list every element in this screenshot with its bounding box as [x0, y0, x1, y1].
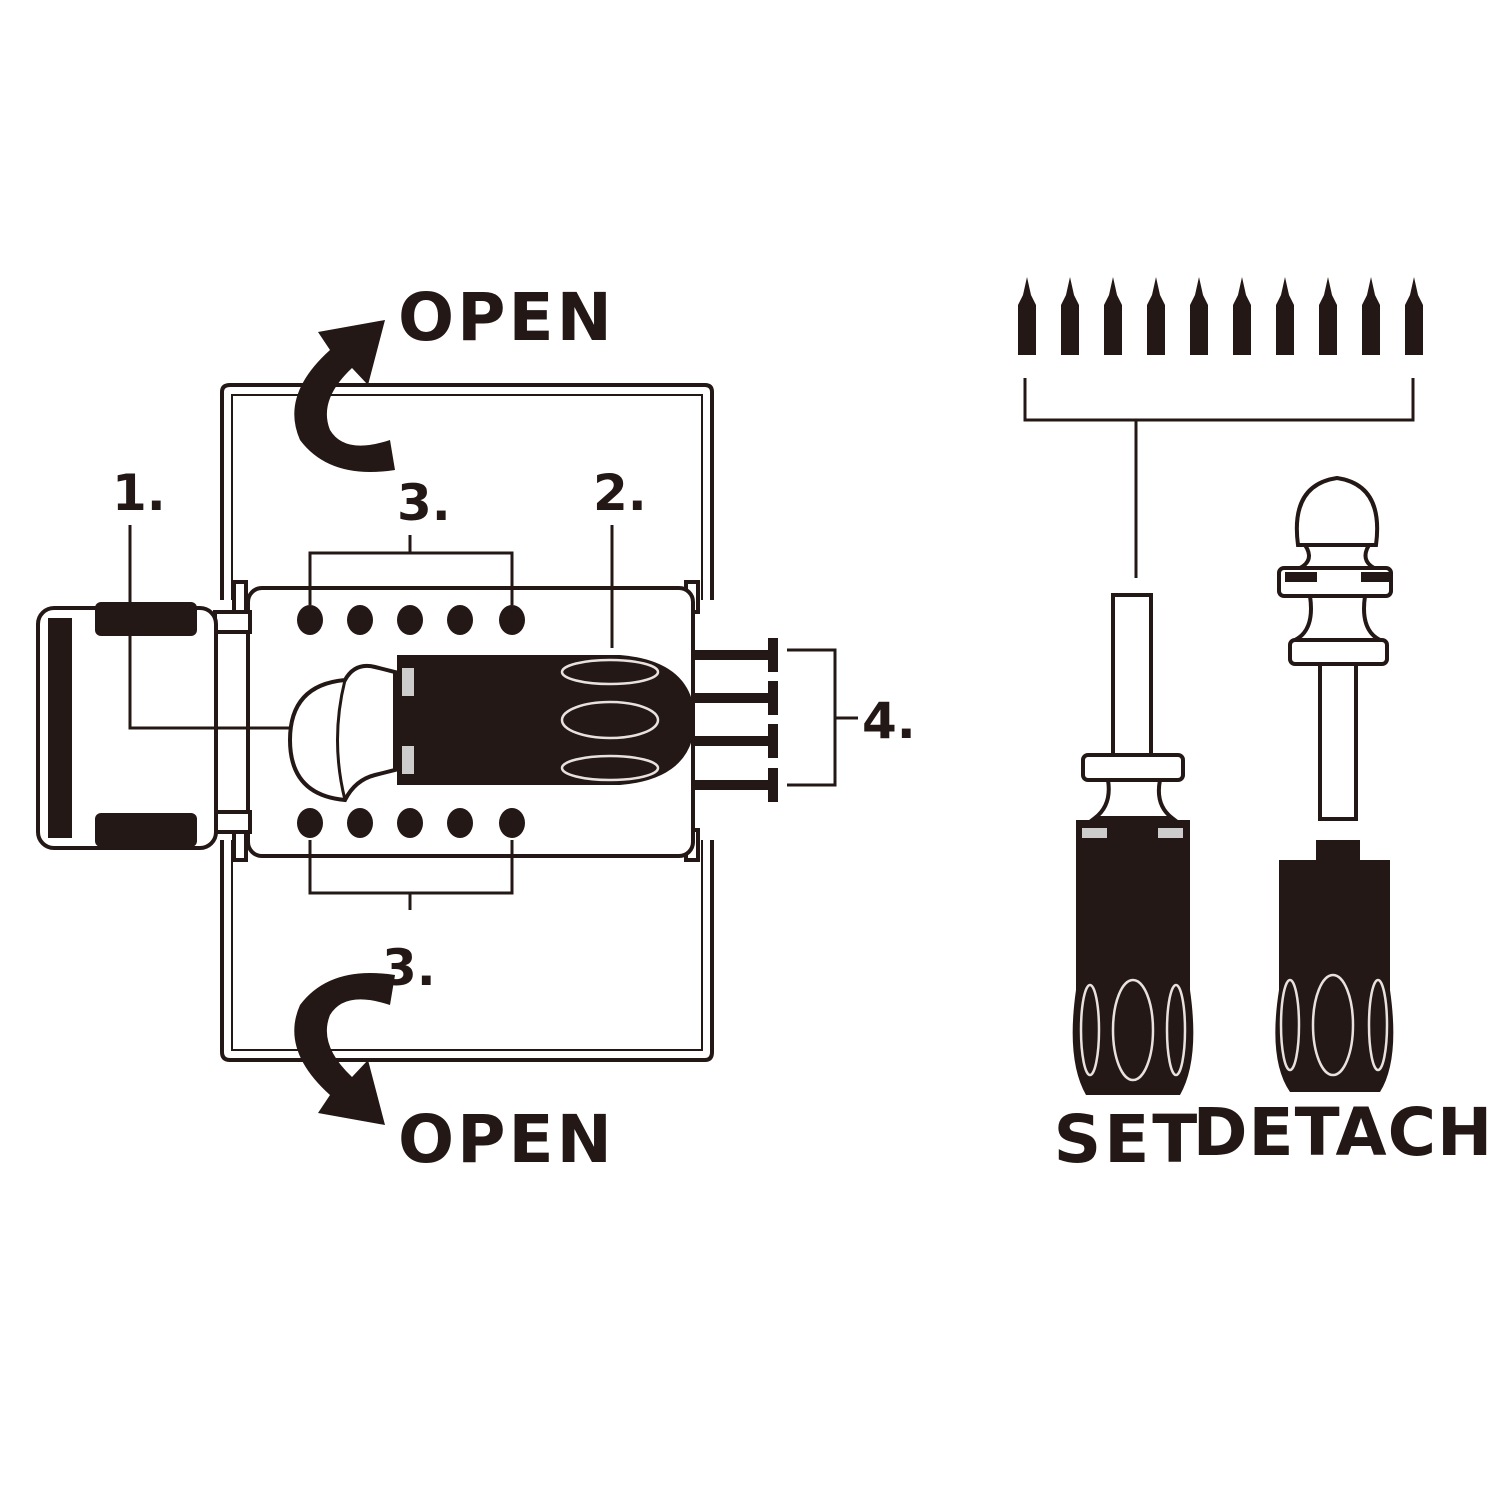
screwdriver-bit [1233, 277, 1251, 355]
screwdriver-bit [1104, 277, 1122, 355]
detach-label: DETACH [1193, 1094, 1494, 1171]
bit-pins [692, 638, 778, 802]
screwdriver-bit [1190, 277, 1208, 355]
bit-set-row [1018, 277, 1423, 355]
case-lid-top [220, 383, 714, 600]
bit-holes-top [297, 605, 525, 635]
bit-holes-bottom [297, 808, 525, 838]
callout-4: 4. [862, 692, 916, 750]
callout-3-bottom: 3. [382, 939, 436, 997]
screwdriver-bit [1405, 277, 1423, 355]
open-label-top: OPEN [398, 279, 615, 356]
screwdriver-bit [1018, 277, 1036, 355]
screwdriver-bit [1276, 277, 1294, 355]
bit-set-bracket [1023, 378, 1415, 578]
open-label-bottom: OPEN [398, 1101, 615, 1178]
screwdriver-detach [1275, 475, 1394, 1092]
callout-3-top: 3. [397, 474, 451, 532]
case-lid-bottom [220, 840, 714, 1062]
screwdriver-bit [1319, 277, 1337, 355]
set-label: SET [1054, 1101, 1201, 1178]
callout-2: 2. [593, 464, 647, 522]
screwdriver-bit [1147, 277, 1165, 355]
screwdriver-bit [1061, 277, 1079, 355]
open-arrow-top-icon [294, 320, 395, 472]
stored-screwdriver [287, 655, 692, 803]
screwdriver-bit [1362, 277, 1380, 355]
callout-1: 1. [112, 464, 166, 522]
screwdriver-set [1072, 593, 1194, 1095]
leader-lines [128, 525, 858, 910]
open-arrow-bottom-icon [294, 973, 395, 1125]
case-end-cap [36, 602, 252, 850]
